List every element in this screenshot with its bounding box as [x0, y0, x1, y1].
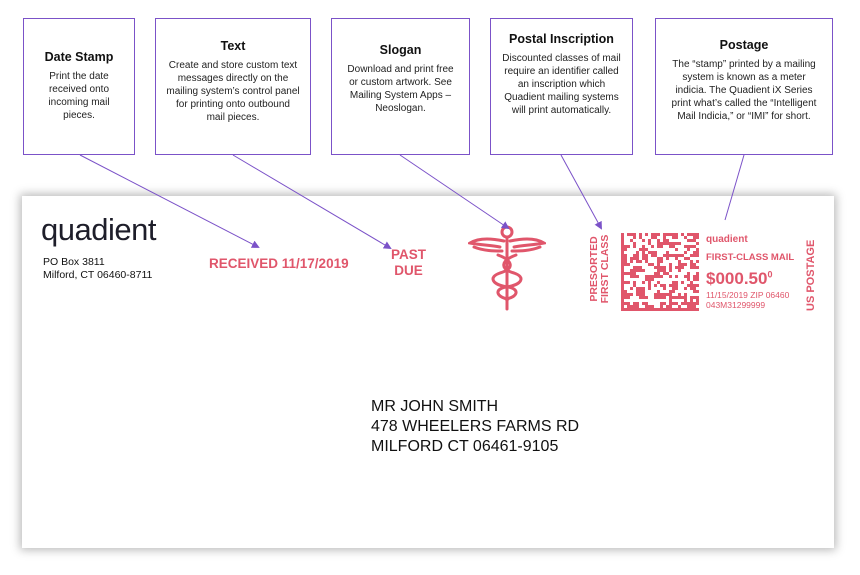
indicia-meter-id: 043M31299999	[706, 300, 766, 310]
return-address-line: Milford, CT 06460-8711	[43, 269, 153, 281]
callout-text: Text Create and store custom text messag…	[155, 18, 311, 155]
return-address: PO Box 3811 Milford, CT 06460-8711	[43, 256, 152, 282]
indicia-mail-class: FIRST-CLASS MAIL	[706, 252, 795, 263]
indicia-details: 11/15/2019 ZIP 06460 043M31299999	[706, 290, 789, 310]
recipient-line: MILFORD CT 06461-9105	[371, 438, 559, 455]
callout-text: Discounted classes of mail require an id…	[502, 53, 621, 116]
callout-title: Slogan	[379, 43, 422, 57]
indicia-date-zip: 11/15/2019 ZIP 06460	[706, 290, 790, 300]
callout-postal-inscription: Postal Inscription Discounted classes of…	[490, 18, 633, 155]
indicia-2d-barcode-icon	[621, 233, 699, 311]
envelope: quadient PO Box 3811 Milford, CT 06460-8…	[22, 196, 834, 548]
us-postage-label: US POSTAGE	[805, 239, 817, 311]
recipient-line: MR JOHN SMITH	[371, 398, 499, 415]
return-address-line: PO Box 3811	[43, 256, 105, 268]
callout-text: The “stamp” printed by a mailing system …	[671, 59, 817, 122]
callout-title: Postage	[719, 38, 769, 52]
callout-postage: Postage The “stamp” printed by a mailing…	[655, 18, 833, 155]
recipient-line: 478 WHEELERS FARMS RD	[371, 418, 580, 435]
quadient-logo: quadient	[41, 212, 156, 247]
inscription-line: FIRST CLASS	[599, 234, 611, 304]
postal-inscription: PRESORTED FIRST CLASS	[588, 230, 611, 308]
callout-title: Postal Inscription	[509, 32, 614, 46]
callout-text: Print the date received onto incoming ma…	[48, 71, 110, 121]
recipient-address: MR JOHN SMITH 478 WHEELERS FARMS RD MILF…	[371, 397, 579, 457]
custom-text-line: PAST	[391, 247, 427, 262]
received-stamp: RECEIVED 11/17/2019	[209, 256, 349, 271]
indicia-amount-suffix: 0	[767, 269, 773, 280]
custom-text-stamp: PAST DUE	[391, 247, 426, 279]
callout-date-stamp: Date Stamp Print the date received onto …	[23, 18, 135, 155]
caduceus-slogan-icon	[468, 225, 546, 311]
callout-title: Date Stamp	[44, 50, 114, 64]
indicia-amount-value: $000.50	[706, 269, 768, 288]
indicia-amount: $000.500	[706, 269, 772, 289]
custom-text-line: DUE	[394, 263, 423, 278]
callout-text: Download and print free or custom artwor…	[347, 64, 454, 114]
indicia-brand: quadient	[706, 234, 748, 245]
callout-text: Create and store custom text messages di…	[166, 60, 300, 123]
callout-slogan: Slogan Download and print free or custom…	[331, 18, 470, 155]
callout-title: Text	[220, 39, 246, 53]
